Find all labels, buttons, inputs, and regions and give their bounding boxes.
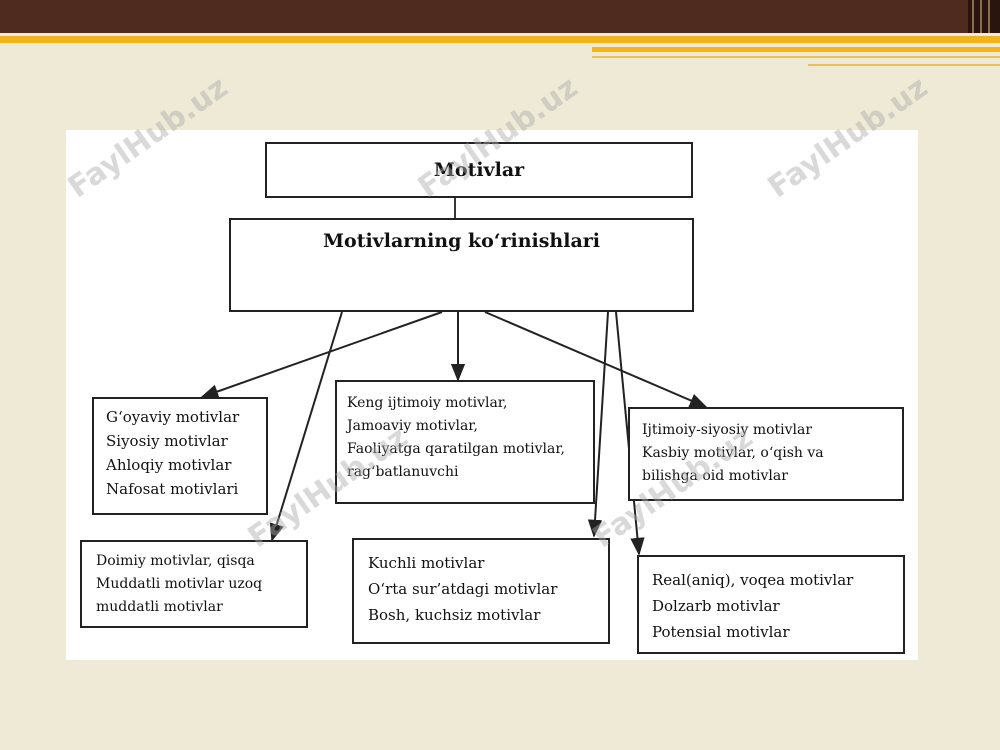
root-node-label: Motivlar xyxy=(433,159,525,181)
group-item: Ijtimoiy-siyosiy motivlar xyxy=(642,422,813,438)
group-item: O‘rta sur’atdagi motivlar xyxy=(368,580,558,598)
group-item: Bosh, kuchsiz motivlar xyxy=(368,606,541,624)
accent-line-thin xyxy=(808,64,1000,66)
group-item: Kasbiy motivlar, o‘qish va xyxy=(642,445,824,461)
group-item: Muddatli motivlar uzoq xyxy=(96,576,263,592)
group-item: Faoliyatga qaratilgan motivlar, xyxy=(347,441,565,457)
group-item: Potensial motivlar xyxy=(652,623,790,641)
group-2-list: Keng ijtimoiy motivlar, Jamoaviy motivla… xyxy=(347,392,593,484)
group-box-6: Real(aniq), voqea motivlar Dolzarb motiv… xyxy=(637,555,905,654)
group-item: Nafosat motivlari xyxy=(106,480,239,498)
accent-line-short xyxy=(592,47,1000,52)
group-item: Doimiy motivlar, qisqa xyxy=(96,553,255,569)
group-item: G‘oyaviy motivlar xyxy=(106,408,240,426)
group-item: Dolzarb motivlar xyxy=(652,597,780,615)
group-box-2: Keng ijtimoiy motivlar, Jamoaviy motivla… xyxy=(335,380,595,504)
header-stripe xyxy=(988,0,990,33)
accent-line-thin xyxy=(592,56,1000,58)
group-item: Keng ijtimoiy motivlar, xyxy=(347,395,508,411)
group-box-5: Kuchli motivlar O‘rta sur’atdagi motivla… xyxy=(352,538,610,644)
group-item: Ahloqiy motivlar xyxy=(106,456,232,474)
group-4-list: Doimiy motivlar, qisqa Muddatli motivlar… xyxy=(96,550,306,619)
root-node: Motivlar xyxy=(265,142,693,198)
group-5-list: Kuchli motivlar O‘rta sur’atdagi motivla… xyxy=(368,550,608,628)
group-item: bilishga oid motivlar xyxy=(642,468,788,484)
group-3-list: Ijtimoiy-siyosiy motivlar Kasbiy motivla… xyxy=(642,419,902,488)
group-item: Kuchli motivlar xyxy=(368,554,485,572)
group-6-list: Real(aniq), voqea motivlar Dolzarb motiv… xyxy=(652,567,903,645)
header-bar xyxy=(0,0,1000,33)
group-item: Jamoaviy motivlar, xyxy=(347,418,478,434)
header-stripe xyxy=(980,0,982,33)
group-box-1: G‘oyaviy motivlar Siyosiy motivlar Ahloq… xyxy=(92,397,268,515)
level2-node-label: Motivlarning ko‘rinishlari xyxy=(322,230,600,252)
group-box-3: Ijtimoiy-siyosiy motivlar Kasbiy motivla… xyxy=(628,407,904,501)
group-1-list: G‘oyaviy motivlar Siyosiy motivlar Ahloq… xyxy=(106,405,266,501)
group-box-4: Doimiy motivlar, qisqa Muddatli motivlar… xyxy=(80,540,308,628)
group-item: Siyosiy motivlar xyxy=(106,432,228,450)
group-item: muddatli motivlar xyxy=(96,599,223,615)
group-item: rag‘batlanuvchi xyxy=(347,464,459,480)
group-item: Real(aniq), voqea motivlar xyxy=(652,571,854,589)
accent-line xyxy=(0,36,1000,43)
header-stripe xyxy=(972,0,974,33)
level2-node: Motivlarning ko‘rinishlari xyxy=(229,218,694,312)
